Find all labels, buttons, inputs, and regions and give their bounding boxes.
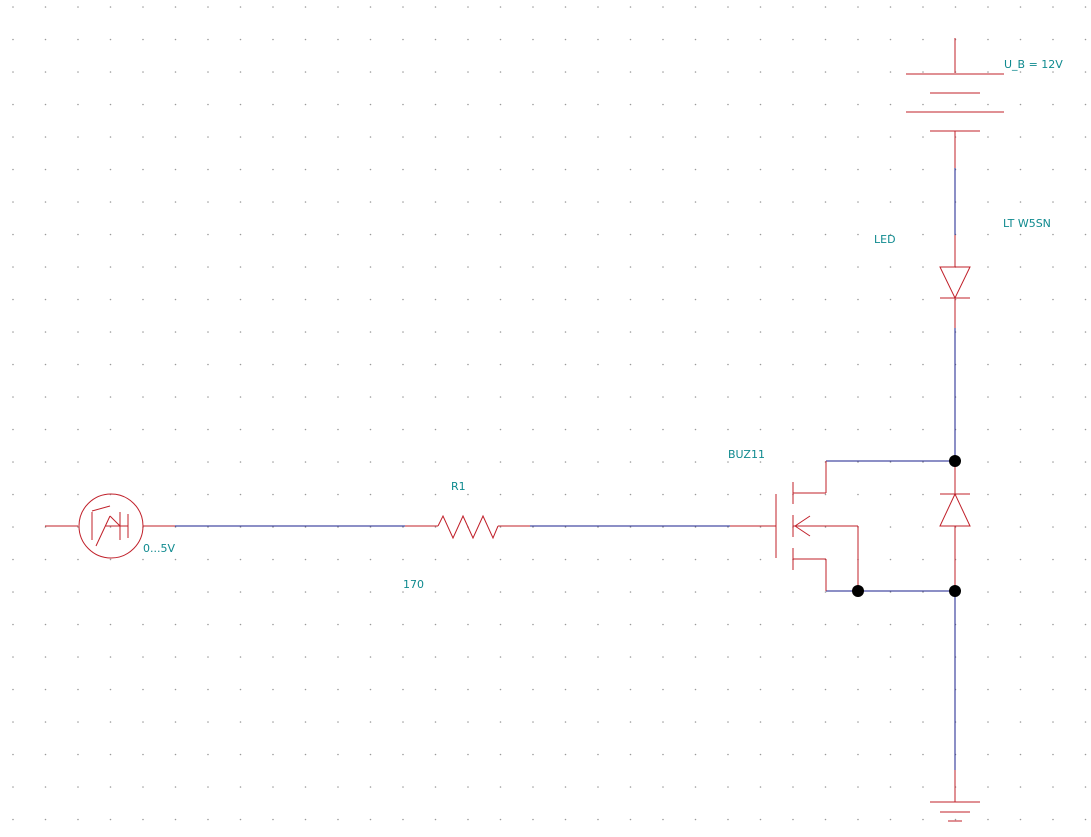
resistor-icon[interactable] — [405, 514, 530, 540]
diode-icon[interactable] — [939, 461, 971, 591]
led-value-label: LT W5SN — [1003, 217, 1051, 230]
resistor-value-label: 170 — [403, 578, 424, 591]
ground-icon[interactable] — [930, 770, 980, 822]
source-value-label: 0...5V — [143, 542, 175, 555]
led-name-label: LED — [874, 233, 896, 246]
battery-icon[interactable] — [906, 38, 1004, 168]
junction-body-node — [852, 585, 864, 597]
junction-drain-node — [949, 455, 961, 467]
led-diode-icon[interactable] — [939, 235, 971, 328]
n-channel-mosfet-icon[interactable] — [730, 461, 859, 591]
wires — [145, 168, 956, 770]
junction-source-node — [949, 585, 961, 597]
voltage-source-icon[interactable] — [45, 493, 175, 559]
resistor-name-label: R1 — [451, 480, 466, 493]
battery-value-label: U_B = 12V — [1004, 58, 1063, 71]
mosfet-name-label: BUZ11 — [728, 448, 765, 461]
grid — [12, 6, 1087, 821]
